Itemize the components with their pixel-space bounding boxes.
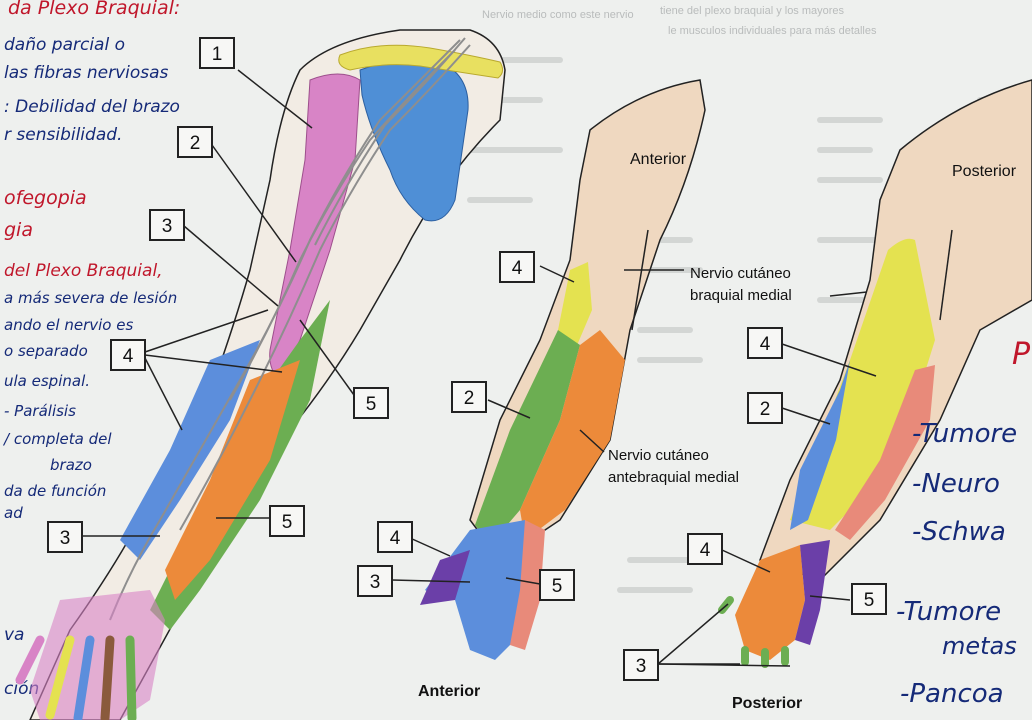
svg-text:2: 2 [464, 388, 475, 409]
notes-blue-line-4: r sensibilidad. [4, 125, 122, 145]
svg-text:5: 5 [366, 394, 377, 415]
notes-blue2-line-3: o separado [4, 342, 88, 360]
box-anterior-4: 4 [500, 252, 534, 282]
right-notes-p: P [1012, 337, 1031, 372]
svg-text:3: 3 [60, 528, 71, 549]
notes-red-title: da Plexo Braquial: [8, 0, 180, 19]
right-note-6: -Pancoa [900, 679, 1004, 709]
posterior-label-bottom: Posterior [732, 695, 802, 712]
box-posterior-hand-3: 3 [624, 650, 658, 680]
box-5-lower: 5 [270, 506, 304, 536]
svg-text:3: 3 [370, 572, 381, 593]
notes-blue-line-1: daño parcial o [4, 35, 125, 55]
box-posterior-4: 4 [748, 328, 782, 358]
right-note-2: -Neuro [912, 469, 1000, 499]
box-anterior-2: 2 [452, 382, 486, 412]
right-note-4: -Tumore [896, 597, 1001, 627]
box-1: 1 [200, 38, 234, 68]
svg-text:3: 3 [162, 216, 173, 237]
notes-bottom-line-1: va [4, 625, 24, 645]
box-3: 3 [150, 210, 184, 240]
svg-text:3: 3 [636, 656, 647, 677]
box-anterior-hand-4: 4 [378, 522, 412, 552]
box-2: 2 [178, 127, 212, 157]
box-anterior-hand-5: 5 [540, 570, 574, 600]
cutaneo-braquial-line-2: braquial medial [690, 287, 792, 304]
svg-text:2: 2 [760, 399, 771, 420]
svg-text:4: 4 [123, 346, 134, 367]
posterior-label-top: Posterior [952, 163, 1017, 180]
posterior-hand-orange [735, 545, 805, 660]
right-note-5: metas [942, 632, 1017, 660]
svg-text:4: 4 [512, 258, 523, 279]
cutaneo-braquial-line-1: Nervio cutáneo [690, 265, 791, 282]
notes-blue2-line-9: ad [4, 504, 23, 522]
notes-blue2-line-2: ando el nervio es [4, 316, 133, 334]
svg-text:1: 1 [212, 44, 223, 65]
svg-text:4: 4 [700, 540, 711, 561]
box-posterior-2: 2 [748, 393, 782, 423]
box-posterior-hand-4: 4 [688, 534, 722, 564]
top-strip-line-2: tiene del plexo braquial y los mayores [660, 5, 845, 17]
notes-blue2-line-5: - Parálisis [4, 402, 76, 420]
right-note-1: -Tumore [912, 419, 1017, 449]
box-4: 4 [111, 340, 145, 370]
svg-text:5: 5 [552, 576, 563, 597]
top-strip-line-1: Nervio medio como este nervio [482, 9, 634, 21]
cutaneo-antebraquial-line-2: antebraquial medial [608, 469, 739, 486]
notes-red-line-2: gia [4, 219, 33, 241]
box-anterior-hand-3: 3 [358, 566, 392, 596]
background-printed-text: Nervio medio como este nervio tiene del … [482, 5, 877, 37]
notes-blue2-line-4: ula espinal. [4, 372, 90, 390]
notes-red-heading: del Plexo Braquial, [4, 261, 163, 281]
top-strip-line-3: le musculos individuales para más detall… [668, 25, 877, 37]
svg-text:4: 4 [390, 528, 401, 549]
svg-text:5: 5 [864, 590, 875, 611]
right-note-3: -Schwa [912, 517, 1006, 547]
notes-blue2-line-1: a más severa de lesión [4, 289, 177, 307]
svg-text:4: 4 [760, 334, 771, 355]
cutaneo-antebraquial-line-1: Nervio cutáneo [608, 447, 709, 464]
notes-blue2-line-8: da de función [4, 482, 106, 500]
svg-text:2: 2 [190, 133, 201, 154]
notes-blue2-line-6: / completa del [2, 430, 112, 448]
notes-blue2-line-7: brazo [50, 456, 92, 474]
notes-blue-line-3: : Debilidad del brazo [4, 97, 180, 117]
notes-blue-line-2: las fibras nerviosas [4, 63, 169, 83]
notes-red-line-1: ofegopia [4, 187, 87, 209]
svg-text:5: 5 [282, 512, 293, 533]
anterior-label-top: Anterior [630, 151, 687, 168]
box-5: 5 [354, 388, 388, 418]
anterior-label-bottom: Anterior [418, 683, 480, 700]
box-posterior-hand-5: 5 [852, 584, 886, 614]
box-3-lower: 3 [48, 522, 82, 552]
